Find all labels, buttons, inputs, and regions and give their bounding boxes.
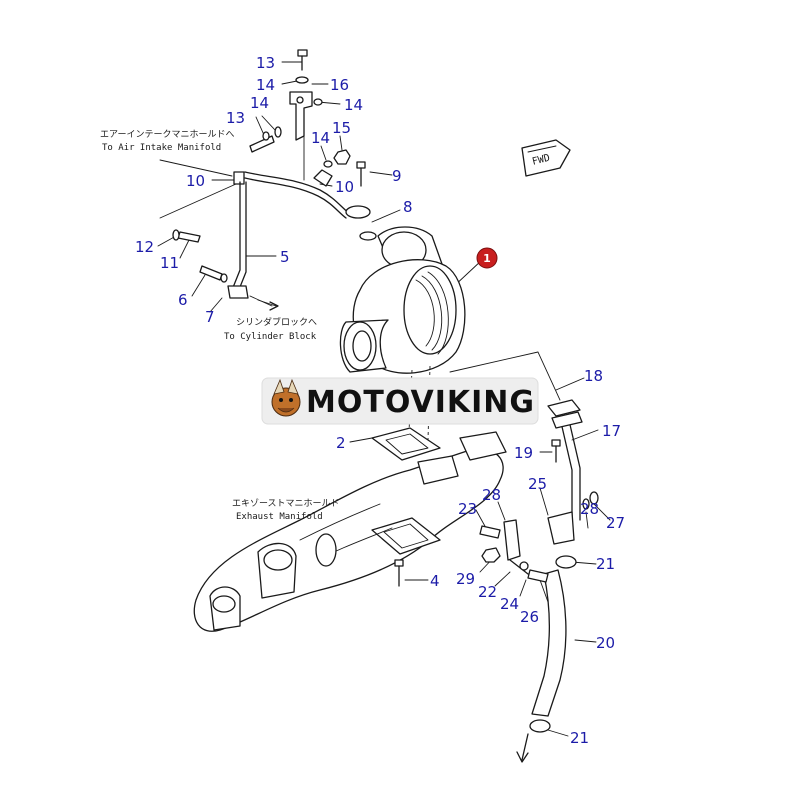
callout-28: 28 xyxy=(482,486,501,504)
callout-27: 27 xyxy=(606,514,625,532)
oil-drain-assembly xyxy=(479,399,599,763)
exhaust-manifold xyxy=(193,427,507,632)
callout-18: 18 xyxy=(584,367,603,385)
note-air-intake-jp: エアーインテークマニホールドへ xyxy=(100,129,234,140)
callout-numbers: 13 14 16 14 14 13 15 14 9 10 10 8 12 11 … xyxy=(135,54,625,747)
callout-26: 26 xyxy=(520,608,539,626)
callout-8: 8 xyxy=(403,198,413,216)
callout-7: 7 xyxy=(205,308,215,326)
callout-2: 2 xyxy=(336,434,346,452)
fwd-direction-marker: FWD xyxy=(521,139,571,177)
note-cylinder-block-en: To Cylinder Block xyxy=(224,332,317,342)
callout-21: 21 xyxy=(570,729,589,747)
callout-10: 10 xyxy=(335,178,354,196)
callout-23: 23 xyxy=(458,500,477,518)
callout-22: 22 xyxy=(478,583,497,601)
callout-14: 14 xyxy=(344,96,363,114)
note-exhaust-jp: エキゾーストマニホールド xyxy=(232,498,340,509)
callout-14: 14 xyxy=(311,129,330,147)
watermark: MOTOVIKING xyxy=(261,377,539,425)
callout-4: 4 xyxy=(430,572,440,590)
callout-10: 10 xyxy=(186,172,205,190)
callout-6: 6 xyxy=(178,291,188,309)
callout-12: 12 xyxy=(135,238,154,256)
callout-19: 19 xyxy=(514,444,533,462)
annotations: エアーインテークマニホールドへ To Air Intake Manifold シ… xyxy=(100,129,340,522)
viking-logo-icon xyxy=(271,378,301,417)
callout-28: 28 xyxy=(580,500,599,518)
callout-13: 13 xyxy=(226,109,245,127)
watermark-brand: MOTOVIKING xyxy=(306,385,535,420)
callout-13: 13 xyxy=(256,54,275,72)
fwd-label: FWD xyxy=(531,153,551,168)
bracket-assembly xyxy=(159,49,377,311)
callout-29: 29 xyxy=(456,570,475,588)
callout-16: 16 xyxy=(330,76,349,94)
callout-9: 9 xyxy=(392,167,402,185)
watermark-background xyxy=(261,377,539,425)
note-exhaust-en: Exhaust Manifold xyxy=(236,512,323,522)
main-part-badge: 1 xyxy=(476,247,498,269)
callout-14: 14 xyxy=(256,76,275,94)
badge-number: 1 xyxy=(483,252,491,265)
callout-17: 17 xyxy=(602,422,621,440)
callout-25: 25 xyxy=(528,475,547,493)
callout-24: 24 xyxy=(500,595,519,613)
turbocharger xyxy=(339,226,561,453)
note-air-intake-en: To Air Intake Manifold xyxy=(102,143,221,153)
callout-21: 21 xyxy=(596,555,615,573)
note-cylinder-block-jp: シリンダブロックへ xyxy=(236,316,317,328)
badge-circle xyxy=(476,247,498,269)
callout-15: 15 xyxy=(332,119,351,137)
callout-5: 5 xyxy=(280,248,290,266)
callout-11: 11 xyxy=(160,254,179,272)
callout-14: 14 xyxy=(250,94,269,112)
callout-20: 20 xyxy=(596,634,615,652)
